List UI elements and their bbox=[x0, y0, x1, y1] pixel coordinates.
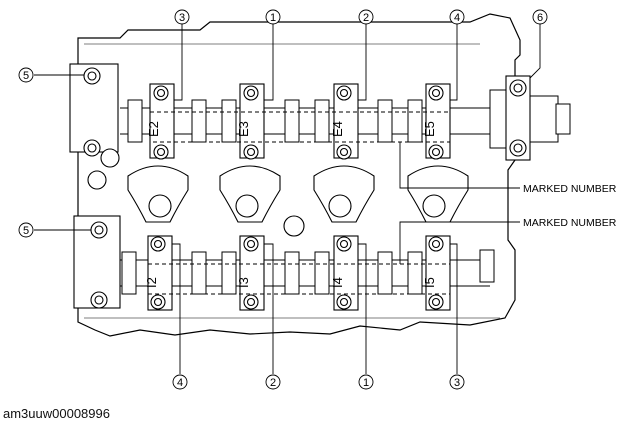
exhaust-caps bbox=[149, 83, 451, 160]
leader-lines bbox=[34, 24, 541, 374]
cap-label-e3: E3 bbox=[236, 121, 251, 137]
callout-top-3-label: 3 bbox=[179, 12, 185, 24]
callout-left-5a-label: 5 bbox=[23, 70, 29, 82]
cylinder-head-body bbox=[77, 13, 521, 337]
bottom-callouts: 4 2 1 3 bbox=[172, 374, 465, 390]
callout-top-6-label: 6 bbox=[537, 12, 543, 24]
callout-top-4: 4 bbox=[449, 9, 465, 25]
callout-left-5a: 5 bbox=[18, 67, 34, 83]
image-id-text: am3uuw00008996 bbox=[3, 406, 110, 421]
callout-bottom-2: 2 bbox=[265, 374, 281, 390]
callout-bottom-4-label: 4 bbox=[177, 377, 183, 389]
marked-number-dashed-boxes bbox=[147, 111, 451, 295]
left-callouts: 5 5 bbox=[18, 67, 34, 238]
callout-top-6: 6 bbox=[532, 9, 548, 25]
callout-left-5b: 5 bbox=[18, 222, 34, 238]
callout-bottom-1-label: 1 bbox=[363, 377, 369, 389]
cap-label-i4: I4 bbox=[330, 277, 345, 288]
callout-top-2: 2 bbox=[358, 9, 374, 25]
callout-top-4-label: 4 bbox=[454, 12, 460, 24]
intake-camshaft bbox=[112, 249, 495, 295]
callout-bottom-4: 4 bbox=[172, 374, 188, 390]
marked-number-label-intake: MARKED NUMBER bbox=[523, 217, 617, 229]
marked-number-label-exhaust: MARKED NUMBER bbox=[523, 183, 617, 195]
callout-left-5b-label: 5 bbox=[23, 225, 29, 237]
intake-cap-labels: I2 I3 I4 I5 bbox=[144, 277, 437, 288]
callout-bottom-2-label: 2 bbox=[270, 377, 276, 389]
front-camshaft-caps bbox=[69, 63, 121, 309]
cap-label-i3: I3 bbox=[236, 277, 251, 288]
cap-label-e5: E5 bbox=[422, 121, 437, 137]
callout-bottom-1: 1 bbox=[358, 374, 374, 390]
rear-camshaft-cap bbox=[505, 75, 531, 161]
intake-caps bbox=[147, 235, 451, 311]
callout-top-1-label: 1 bbox=[270, 12, 276, 24]
cap-label-e2: E2 bbox=[146, 121, 161, 137]
exhaust-cap-labels: E2 E3 E4 E5 bbox=[146, 121, 437, 137]
callout-top-3: 3 bbox=[174, 9, 190, 25]
cap-label-i2: I2 bbox=[144, 277, 159, 288]
callout-bottom-3: 3 bbox=[449, 374, 465, 390]
cap-label-e4: E4 bbox=[330, 121, 345, 137]
callout-top-1: 1 bbox=[265, 9, 281, 25]
cap-label-i5: I5 bbox=[422, 277, 437, 288]
top-callouts: 3 1 2 4 6 bbox=[174, 9, 548, 25]
callout-top-2-label: 2 bbox=[363, 12, 369, 24]
spark-plug-wells bbox=[127, 165, 469, 237]
callout-bottom-3-label: 3 bbox=[454, 377, 460, 389]
